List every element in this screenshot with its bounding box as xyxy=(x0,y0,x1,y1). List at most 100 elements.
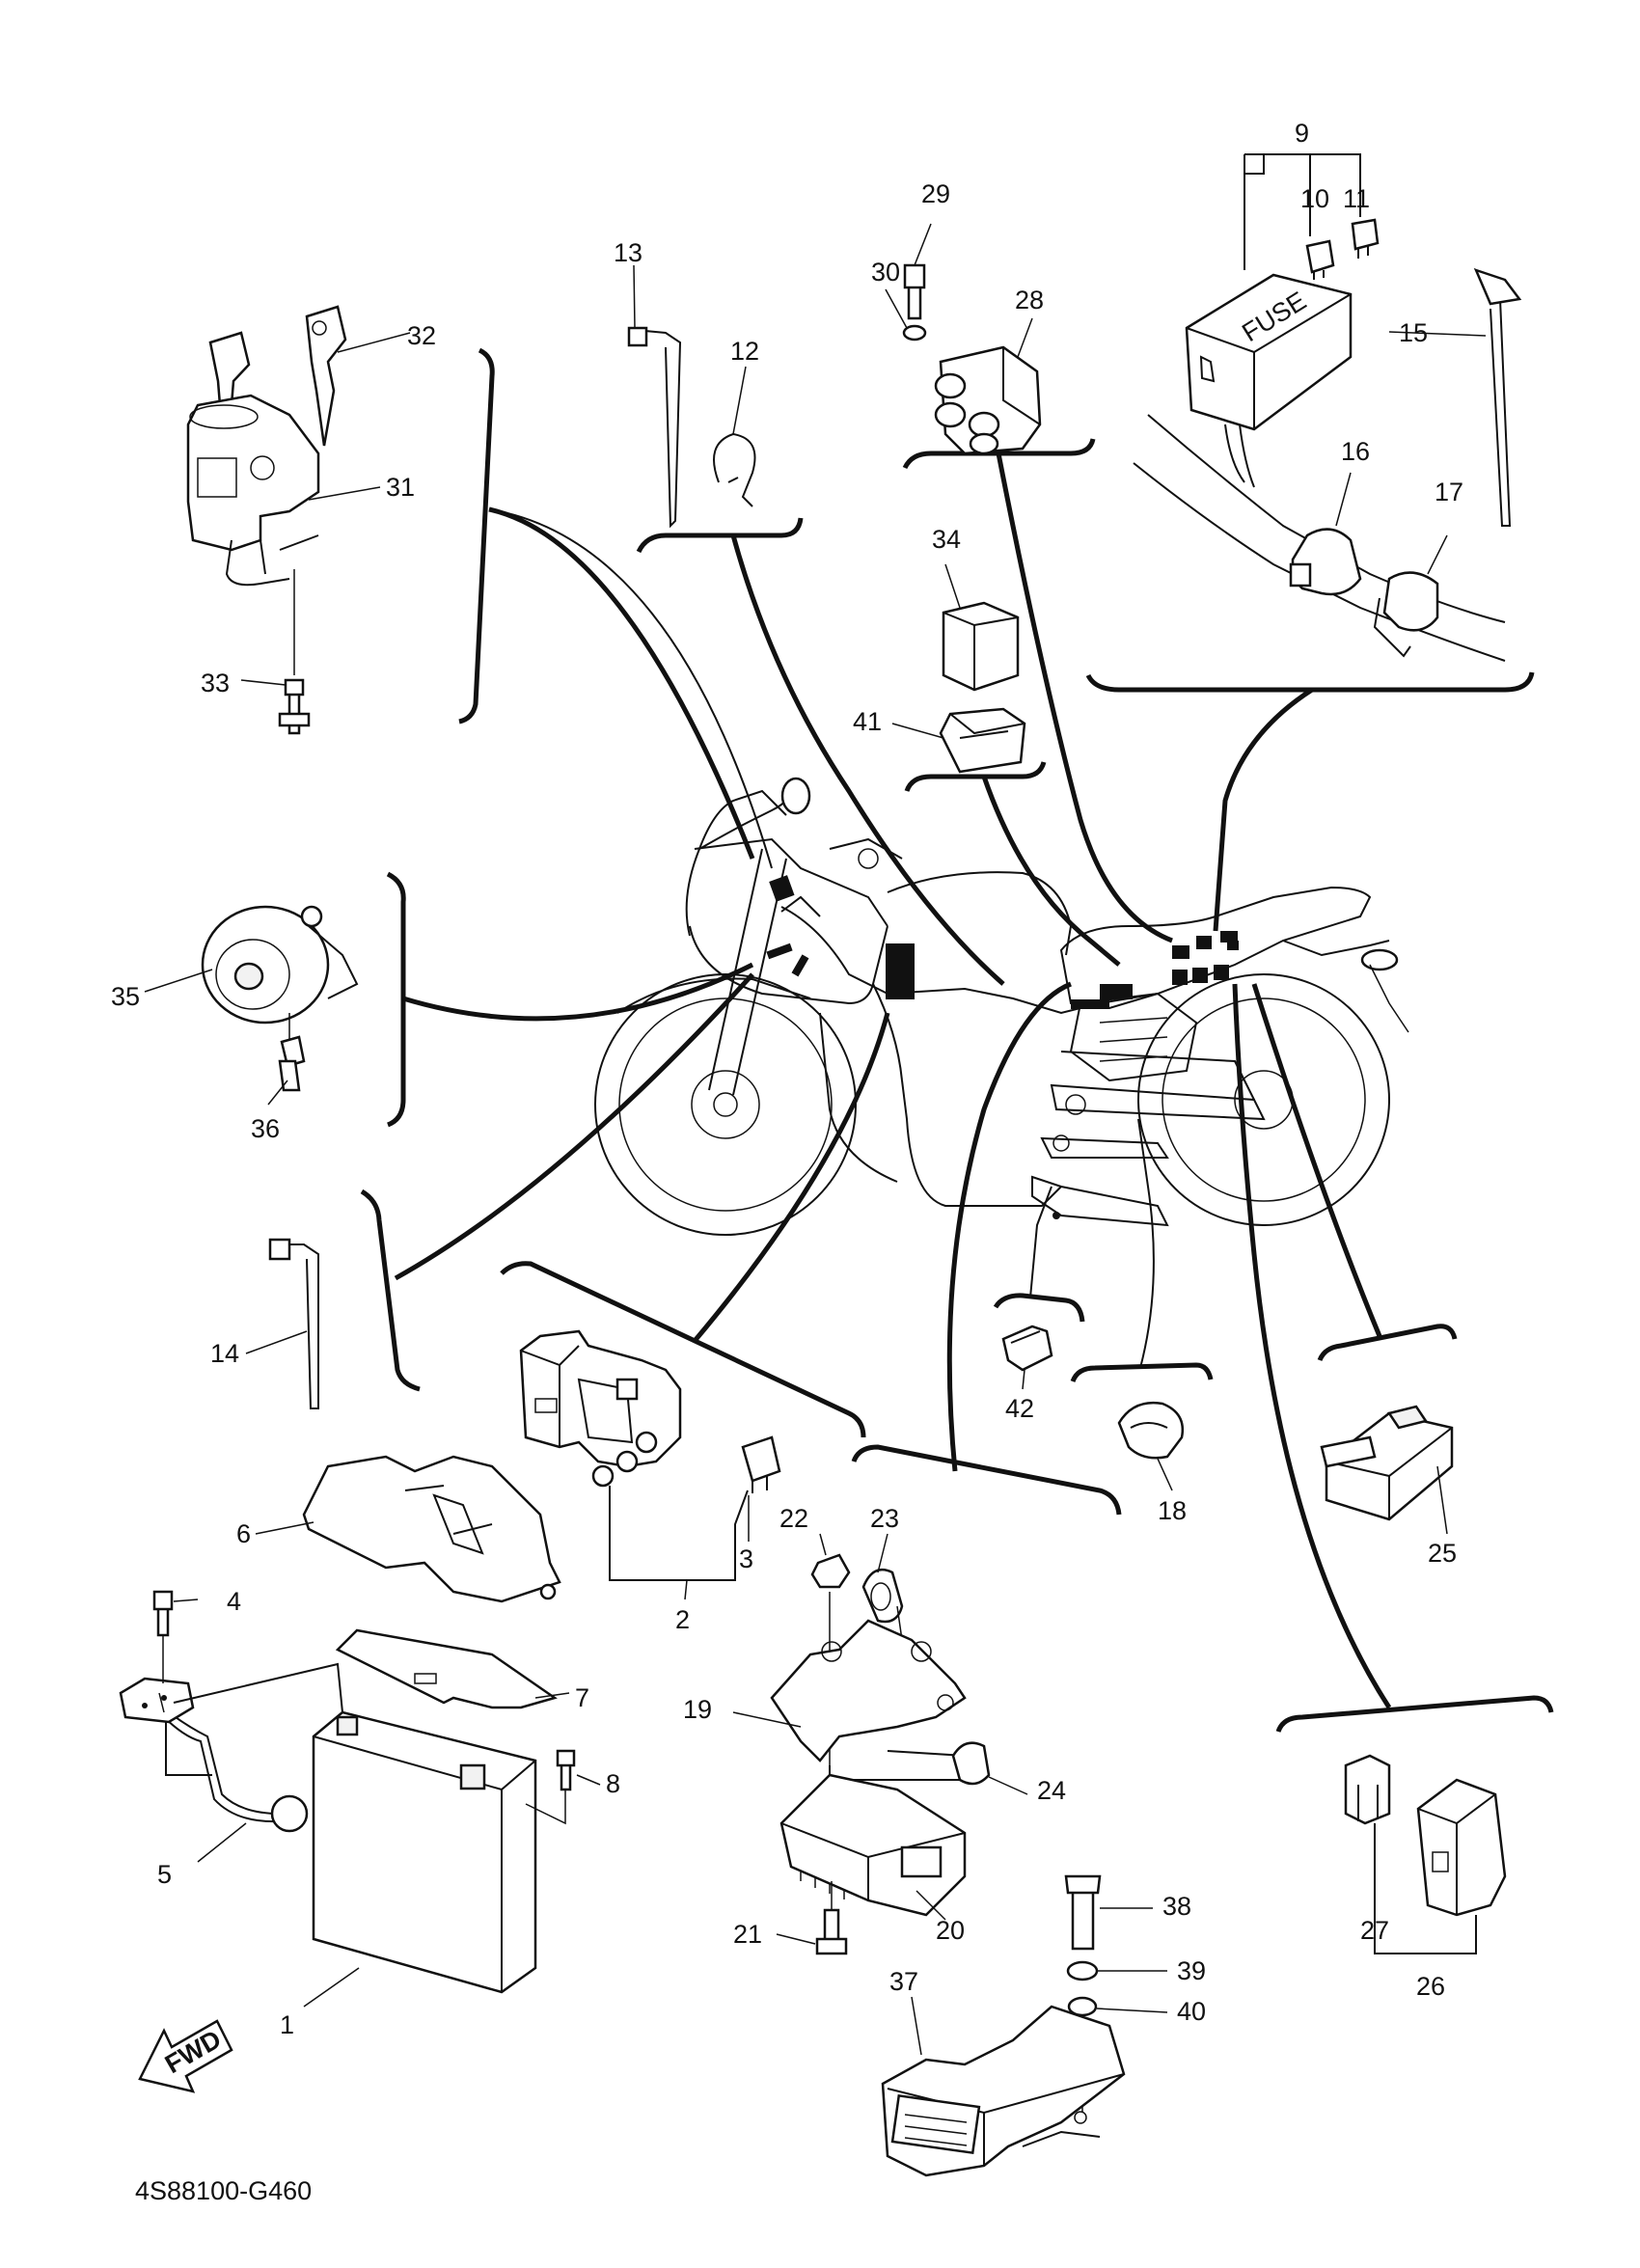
seat xyxy=(1059,886,1372,1010)
control-unit-37-assembly xyxy=(881,1874,1126,2177)
clamp-18 xyxy=(1117,1401,1185,1460)
ignition-switch-assembly xyxy=(186,305,347,735)
part-number-38: 38 xyxy=(1162,1892,1191,1921)
part-number-15: 15 xyxy=(1399,318,1428,347)
clamp-24 xyxy=(951,1741,991,1786)
key-icon xyxy=(305,305,347,447)
part-number-39: 39 xyxy=(1177,1956,1206,1985)
part-number-36: 36 xyxy=(251,1114,280,1143)
part-number-24: 24 xyxy=(1037,1776,1066,1805)
part-number-13: 13 xyxy=(614,238,642,267)
part-number-23: 23 xyxy=(870,1504,899,1533)
connector-port xyxy=(890,2093,981,2155)
clip-12 xyxy=(713,432,756,507)
part-number-2: 2 xyxy=(675,1605,690,1634)
part-number-37: 37 xyxy=(889,1967,918,1996)
group-leader-lines xyxy=(360,347,1554,1733)
relay-26 xyxy=(1416,1778,1507,1917)
callout-lines xyxy=(144,223,1487,2056)
part-number-40: 40 xyxy=(1177,1997,1206,2026)
part-number-14: 14 xyxy=(210,1339,239,1368)
horn-icon xyxy=(201,905,330,1025)
part-number-12: 12 xyxy=(730,337,759,366)
part-number-17: 17 xyxy=(1435,478,1463,506)
clip-42 xyxy=(1001,1325,1053,1372)
bracket-19 xyxy=(770,1619,967,1762)
bolt-4-icon xyxy=(152,1590,174,1637)
diode-27 xyxy=(1344,1754,1391,1825)
ecu-20 xyxy=(779,1773,967,1917)
part-number-6: 6 xyxy=(236,1519,251,1548)
bolt-21-icon xyxy=(815,1908,848,1955)
fuse-3-icon xyxy=(741,1435,781,1483)
part-number-18: 18 xyxy=(1158,1496,1187,1525)
part-number-1: 1 xyxy=(280,2010,294,2039)
part-number-29: 29 xyxy=(921,179,950,208)
rear-wheel xyxy=(1137,973,1390,1226)
part-number-4: 4 xyxy=(227,1587,241,1616)
bracket-19-assembly xyxy=(770,1553,991,1955)
part-number-31: 31 xyxy=(386,473,415,502)
part-number-20: 20 xyxy=(936,1916,965,1945)
part-number-35: 35 xyxy=(111,982,140,1011)
part-number-25: 25 xyxy=(1428,1539,1457,1568)
part-number-26: 26 xyxy=(1416,1972,1445,2001)
part-number-9: 9 xyxy=(1295,119,1309,148)
part-number-11: 11 xyxy=(1343,184,1370,213)
cable-tie-13 xyxy=(634,329,682,529)
part-number-27: 27 xyxy=(1360,1916,1389,1945)
part-number-22: 22 xyxy=(779,1504,808,1533)
clamp-17 xyxy=(1382,571,1439,632)
wire-ties xyxy=(268,267,1522,1409)
washer-39 xyxy=(1066,1960,1099,1981)
key-in-switch-icon xyxy=(208,331,251,407)
part-number-21: 21 xyxy=(733,1920,762,1949)
part-number-5: 5 xyxy=(157,1860,172,1889)
relay-26-assembly xyxy=(1344,1754,1507,1954)
windshield xyxy=(698,789,787,850)
bolt-38-icon xyxy=(1064,1874,1102,1951)
ignition-switch-body xyxy=(186,394,320,552)
battery-cover-7 xyxy=(335,1628,558,1709)
cable-tie-15 xyxy=(1485,288,1512,527)
part-number-3: 3 xyxy=(739,1544,753,1573)
part-number-28: 28 xyxy=(1015,286,1044,314)
part-number-41: 41 xyxy=(853,707,882,736)
part-number-8: 8 xyxy=(606,1769,620,1798)
fuse-box-icon xyxy=(1185,273,1353,431)
wiring-harness xyxy=(780,906,1159,1015)
horn-assembly xyxy=(201,905,359,1092)
part-number-16: 16 xyxy=(1341,437,1370,466)
relay-25 xyxy=(1320,1405,1454,1521)
battery-terminal-neg xyxy=(336,1715,359,1736)
part-number-19: 19 xyxy=(683,1695,712,1724)
part-number-30: 30 xyxy=(871,258,900,287)
battery-assembly xyxy=(119,1590,576,1994)
relay-34-assembly xyxy=(939,601,1026,774)
relay-28 xyxy=(939,345,1042,455)
part-number-32: 32 xyxy=(407,321,436,350)
starter-relay-assembly xyxy=(302,1329,781,1603)
part-number-42: 42 xyxy=(1005,1394,1034,1423)
ground-cable-5 xyxy=(168,1711,281,1815)
relay-34 xyxy=(942,601,1020,692)
bracket-6 xyxy=(302,1455,561,1603)
part-number-labels: 9 10 11 29 30 28 13 12 32 31 33 15 16 17… xyxy=(111,119,1463,2205)
nut-22 xyxy=(810,1553,851,1589)
damper-23 xyxy=(861,1568,904,1624)
fuel-tank xyxy=(887,871,1073,956)
relay-28-assembly xyxy=(902,263,1042,455)
motorcycle-illustration xyxy=(594,777,1409,1236)
part-number-7: 7 xyxy=(575,1683,589,1712)
terminal-cap-icon xyxy=(270,1794,309,1833)
cable-tie-14 xyxy=(275,1243,319,1409)
diagram-code: 4S88100-G460 xyxy=(135,2176,312,2205)
bolt-8-icon xyxy=(556,1749,576,1791)
cover-41 xyxy=(939,707,1026,774)
fuse-10-icon xyxy=(1305,239,1335,274)
battery-terminal-pos xyxy=(459,1763,486,1790)
washer-40 xyxy=(1067,1996,1098,2017)
control-unit-37 xyxy=(881,2005,1126,2177)
part-number-34: 34 xyxy=(932,525,961,554)
